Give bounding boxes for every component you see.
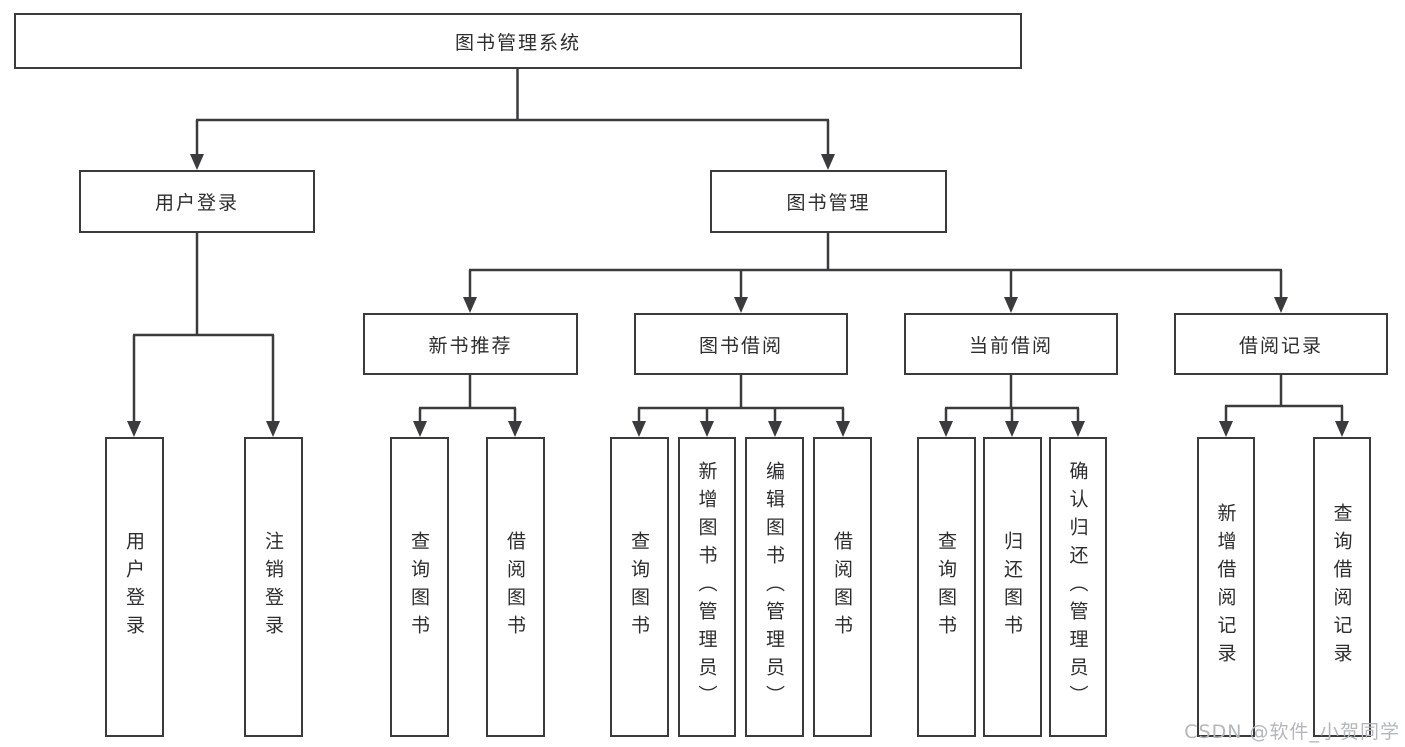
leaf-return-books: 归还图书 — [983, 437, 1042, 737]
node-book-management: 图书管理 — [710, 170, 947, 233]
node-borrowing-records: 借阅记录 — [1174, 313, 1388, 375]
leaf-borrow-books-borrowing: 借阅图书 — [813, 437, 872, 737]
node-user-login: 用户登录 — [79, 170, 315, 233]
connector-lines — [132, 69, 1344, 423]
leaf-add-borrow-record: 新增借阅记录 — [1197, 437, 1255, 737]
watermark-text: CSDN @软件_小贺同学 — [1184, 721, 1400, 743]
node-new-book-recommend: 新书推荐 — [363, 313, 578, 375]
node-book-borrowing: 图书借阅 — [634, 313, 848, 375]
leaf-query-books-current: 查询图书 — [917, 437, 976, 737]
leaf-borrow-books-recommend: 借阅图书 — [486, 437, 545, 737]
leaf-confirm-return-admin: 确认归还（管理员） — [1049, 437, 1107, 737]
arrowheads — [127, 154, 1349, 437]
leaf-add-book-admin: 新增图书（管理员） — [678, 437, 736, 737]
leaf-logout: 注销登录 — [244, 437, 303, 737]
leaf-query-borrow-record: 查询借阅记录 — [1313, 437, 1371, 737]
leaf-edit-book-admin: 编辑图书（管理员） — [745, 437, 804, 737]
leaf-query-books-borrowing: 查询图书 — [610, 437, 669, 737]
node-root: 图书管理系统 — [14, 13, 1022, 69]
leaf-user-login: 用户登录 — [105, 437, 164, 737]
node-current-borrowing: 当前借阅 — [904, 313, 1118, 375]
leaf-query-books-recommend: 查询图书 — [390, 437, 449, 737]
